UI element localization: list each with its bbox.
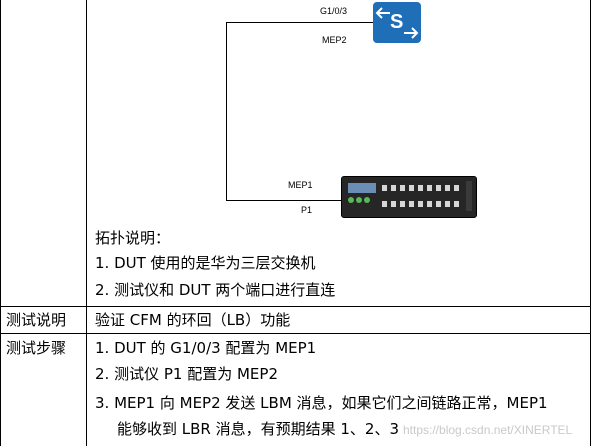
topology-item: 1. DUT 使用的是华为三层交换机 [95,254,316,272]
link-line-bottom [226,200,343,201]
mep-label-top: MEP2 [322,35,347,45]
topology-caption: 拓扑说明： [95,229,171,247]
switch-icon-glyph: S [390,11,404,33]
step-item: 3. MEP1 向 MEP2 发送 LBM 消息，如果它们之间链路正常，MEP1 [95,394,548,412]
step-item: 2. 测试仪 P1 配置为 MEP2 [95,365,278,383]
link-line-top [226,22,374,23]
step-item: 1. DUT 的 G1/0/3 配置为 MEP1 [95,339,317,357]
link-line-vertical [226,22,227,201]
topology-item: 2. 测试仪和 DUT 两个端口进行直连 [95,281,336,299]
port-label-bottom: P1 [301,205,313,215]
row-content-test-description: 验证 CFM 的环回（LB）功能 [95,311,291,329]
table-row-divider [0,306,591,307]
step-item-continuation: 能够收到 LBR 消息，有预期结果 1、2、3 [117,420,400,438]
table-column-divider [86,0,87,446]
table-row-divider [0,333,591,334]
row-label-test-description: 测试说明 [6,311,67,329]
row-label-test-steps: 测试步骤 [6,339,67,357]
table-border-left [0,0,1,446]
mep-label-bottom: MEP1 [288,180,313,190]
test-equipment-icon [341,176,477,218]
port-label-top: G1/0/3 [320,6,348,16]
switch-icon: S [373,2,421,43]
watermark: https://blog.csdn.net/XINERTEL [403,423,573,437]
